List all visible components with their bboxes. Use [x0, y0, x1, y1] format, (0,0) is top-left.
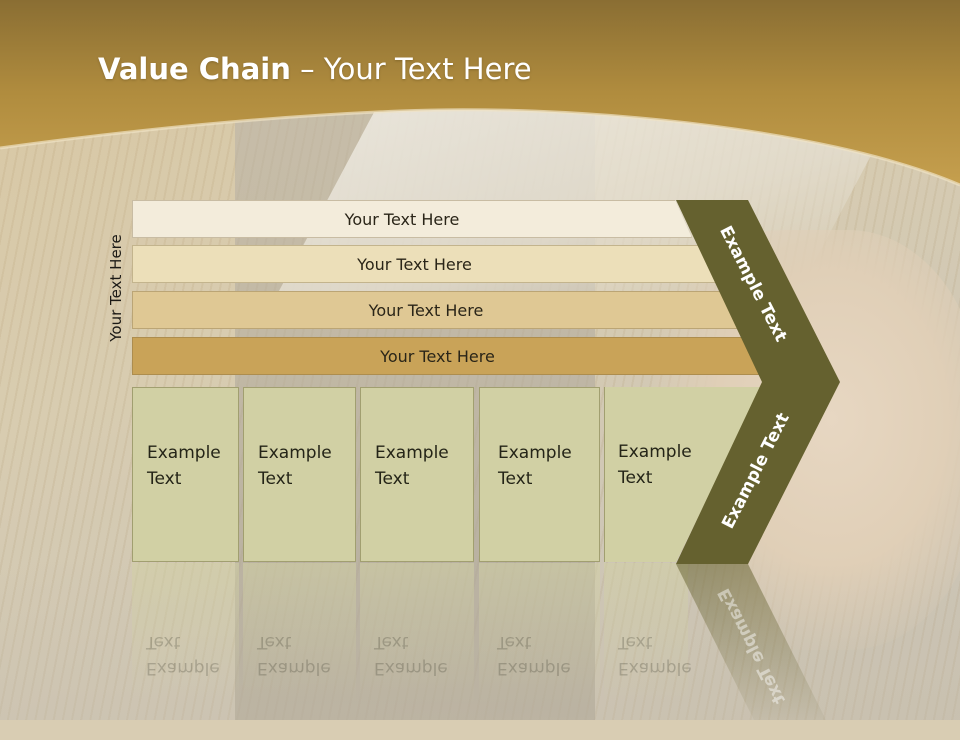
support-band-1: Your Text Here — [132, 200, 692, 238]
header-band — [0, 0, 960, 187]
primary-column-3-label: Example Text — [375, 440, 475, 492]
column-reflection-4: Example Text — [479, 563, 600, 703]
slide-title-bold: Value Chain — [98, 52, 291, 86]
support-band-1-label: Your Text Here — [344, 209, 460, 229]
support-band-4-label: Your Text Here — [380, 346, 495, 366]
column-reflection-3: Example Text — [360, 563, 474, 703]
column-reflection-5 — [604, 563, 688, 703]
column-reflection-2: Example Text — [243, 563, 356, 703]
primary-column-1: Example Text — [132, 387, 239, 562]
column-reflection-4-label: Example Text — [497, 632, 571, 678]
primary-column-2-text: Example Text — [258, 443, 332, 489]
primary-column-1-text: Example Text — [147, 443, 221, 489]
primary-column-4-text: Example Text — [498, 443, 572, 489]
column-reflection-1-text: Example Text — [146, 629, 246, 681]
column-reflection-2-label: Example Text — [257, 632, 331, 678]
column-reflection-5-text: Example Text — [618, 629, 718, 681]
support-band-4: Your Text Here — [132, 337, 763, 375]
primary-column-4-label: Example Text — [498, 440, 598, 492]
column-reflection-1: Example Text — [132, 563, 239, 703]
column-reflection-3-text: Example Text — [374, 629, 474, 681]
primary-column-1-label: Example Text — [147, 440, 247, 492]
support-band-3-label: Your Text Here — [368, 300, 484, 320]
slide-title: Value Chain – Your Text Here — [98, 52, 532, 86]
column-reflection-1-label: Example Text — [146, 632, 220, 678]
slide-title-rest: – Your Text Here — [290, 52, 532, 86]
vertical-side-label: Your Text Here — [107, 234, 125, 342]
support-band-2: Your Text Here — [132, 245, 717, 283]
primary-column-3: Example Text — [360, 387, 474, 562]
primary-column-3-text: Example Text — [375, 443, 449, 489]
support-band-3: Your Text Here — [132, 291, 740, 329]
primary-column-2: Example Text — [243, 387, 356, 562]
primary-column-5-border — [604, 387, 605, 562]
primary-column-5-label: Example Text — [618, 439, 718, 491]
primary-column-4: Example Text — [479, 387, 600, 562]
primary-column-5-text: Example Text — [618, 442, 692, 488]
column-reflection-4-text: Example Text — [497, 629, 597, 681]
support-band-2-label: Your Text Here — [357, 254, 472, 274]
column-reflection-3-label: Example Text — [374, 632, 448, 678]
column-reflection-5-label: Example Text — [618, 632, 692, 678]
primary-column-2-label: Example Text — [258, 440, 358, 492]
column-reflection-2-text: Example Text — [257, 629, 357, 681]
